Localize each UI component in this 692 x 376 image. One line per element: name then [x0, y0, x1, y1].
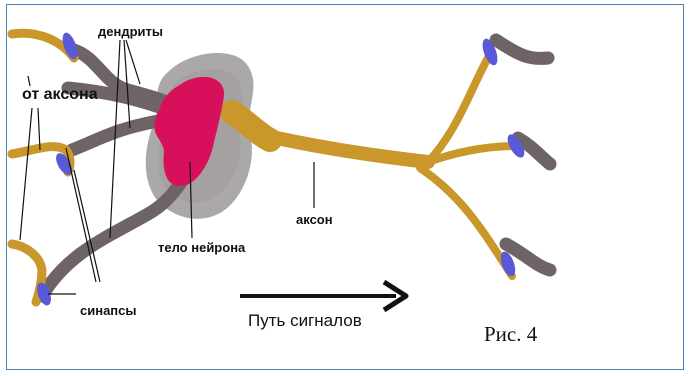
- leader-axon-left-2: [38, 108, 40, 150]
- label-dendrites: дендриты: [98, 24, 163, 39]
- figure-caption: Рис. 4: [484, 322, 537, 347]
- signal-arrow: [240, 282, 406, 310]
- label-neuron-body: тело нейрона: [158, 240, 245, 255]
- label-from-axon: от аксона: [22, 86, 98, 104]
- incoming-axon-3: [12, 244, 42, 302]
- target-dendrite-1: [496, 40, 548, 58]
- axon: [232, 54, 516, 276]
- dendrite-lower: [42, 178, 184, 296]
- leader-axon-left-1: [20, 108, 32, 240]
- leader-axon-left-3: [28, 76, 30, 86]
- leader-synapse-2: [74, 170, 100, 282]
- label-axon: аксон: [296, 212, 333, 227]
- label-synapses: синапсы: [80, 303, 137, 318]
- axon-branch-low: [420, 168, 512, 276]
- label-signal-path: Путь сигналов: [248, 311, 362, 331]
- leader-dendrites-3: [126, 40, 140, 84]
